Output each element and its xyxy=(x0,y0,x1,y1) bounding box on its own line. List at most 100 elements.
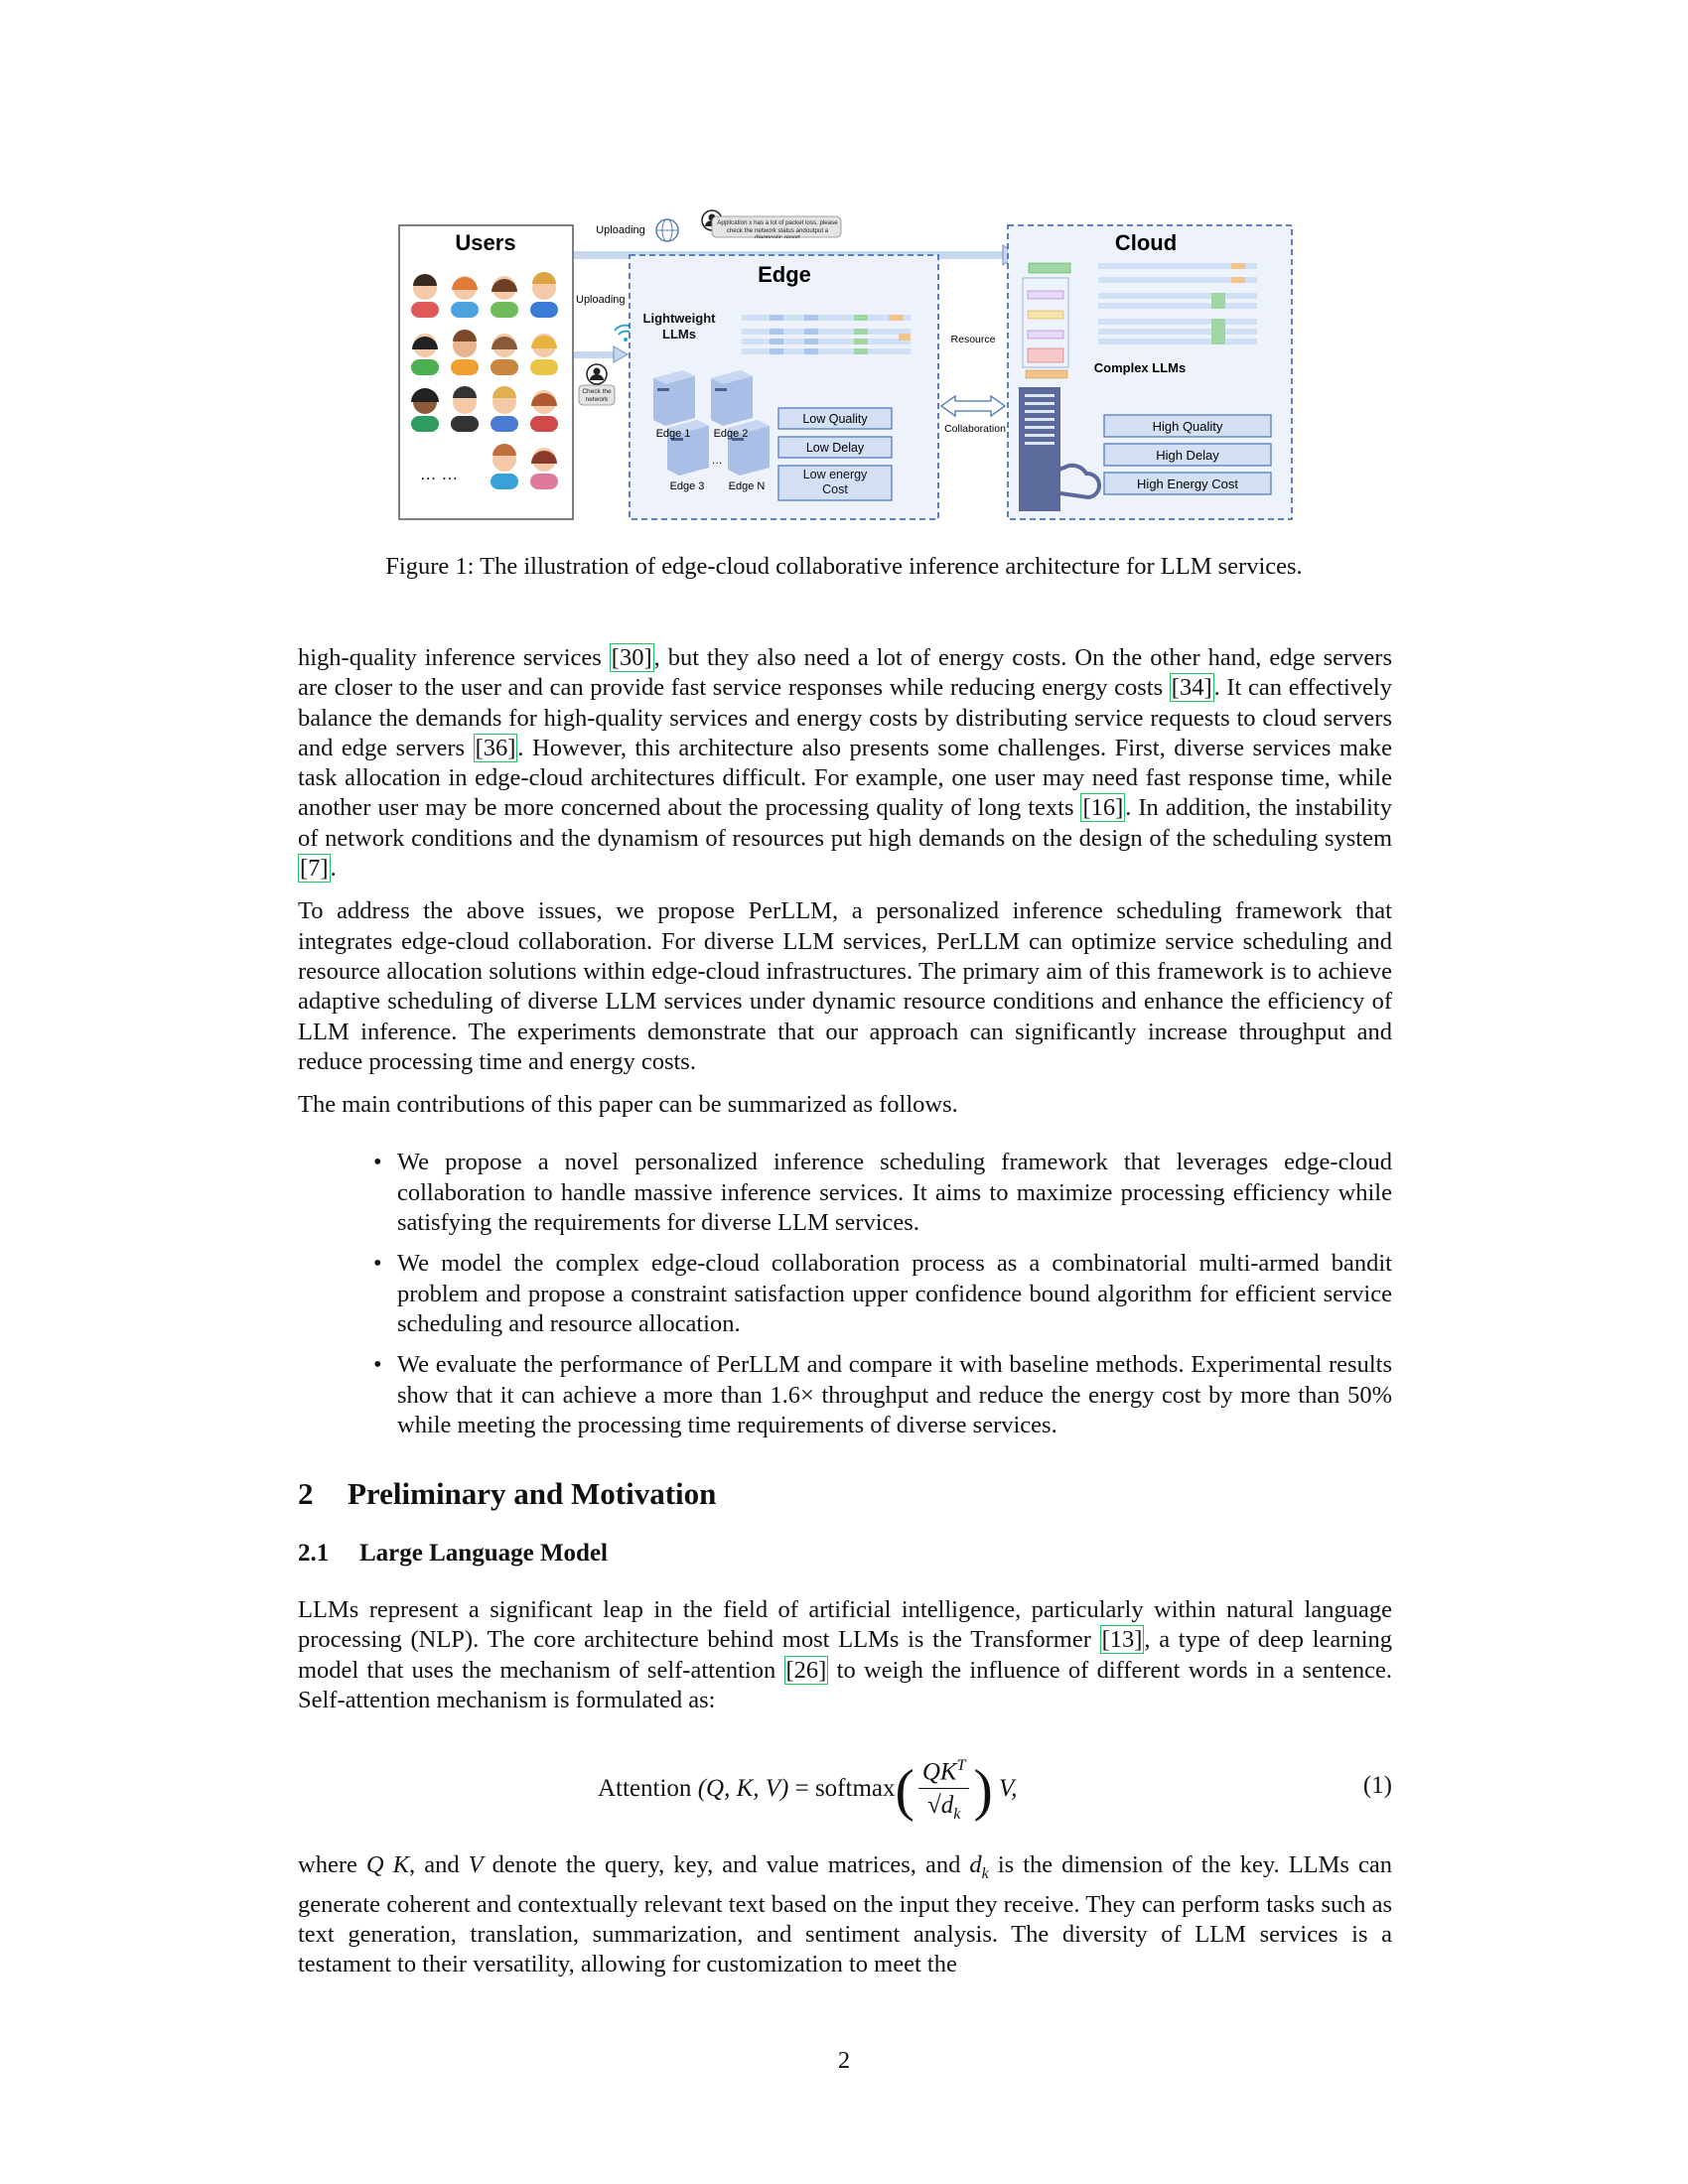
edge-label-1: Edge 1 xyxy=(656,428,691,440)
eq-equals: = xyxy=(794,1775,809,1803)
p1-text-c: . It can effectively balance the demands… xyxy=(298,674,1392,761)
p5-text-b xyxy=(384,1851,393,1878)
message-bubble xyxy=(711,215,842,238)
citation-34[interactable]: [34] xyxy=(1169,673,1214,703)
list-item: We propose a novel personalized inferenc… xyxy=(373,1148,1392,1238)
users-title: Users xyxy=(455,230,515,255)
edge-label-2: Edge 2 xyxy=(714,428,749,440)
citation-26[interactable]: [26] xyxy=(783,1655,829,1685)
cloud-prop-energy: High Energy Cost xyxy=(1137,477,1238,491)
cloud-title: Cloud xyxy=(1115,230,1177,255)
subsection-heading: 2.1 Large Language Model xyxy=(298,1538,1392,1570)
p5-var-d: d xyxy=(969,1851,982,1879)
cloud-model-diagram xyxy=(1022,262,1257,379)
p1-text-f: . xyxy=(330,855,337,883)
figure-caption: Figure 1: The illustration of edge-cloud… xyxy=(385,553,1303,580)
eq-numerator: QKT xyxy=(917,1751,970,1789)
p1-text-b: , but they also need a lot of energy cos… xyxy=(298,644,1392,702)
p1-text-e: . In addition, the instability of networ… xyxy=(298,794,1392,852)
user-avatars xyxy=(411,272,558,489)
contributions-list: We propose a novel personalized inferenc… xyxy=(298,1148,1392,1440)
complex-llms: Complex LLMs xyxy=(1094,360,1186,375)
citation-30[interactable]: [30] xyxy=(609,643,654,672)
edge-ellipsis: … xyxy=(712,455,723,467)
p5-var-d-sub: k xyxy=(981,1865,989,1883)
check-network-text: Check the network xyxy=(582,388,612,403)
equation-number: (1) xyxy=(1362,1772,1392,1800)
paper-body: high-quality inference services [30], bu… xyxy=(298,643,1392,1992)
edge-properties xyxy=(777,407,893,501)
users-ellipsis: … … xyxy=(420,465,459,483)
page-number: 2 xyxy=(837,2047,851,2074)
equation-body: Attention (Q, K, V) = softmax(QKT√dk) V, xyxy=(598,1751,1017,1830)
p1-text-d: . However, this architecture also presen… xyxy=(298,734,1392,822)
list-item: We model the complex edge-cloud collabor… xyxy=(373,1249,1392,1339)
eq-den-text: √d xyxy=(926,1791,954,1819)
edge-prop-delay: Low Delay xyxy=(806,441,865,455)
subsection-number: 2.1 xyxy=(298,1540,330,1568)
p1-text-a: high-quality inference services xyxy=(298,644,610,671)
edge-prop-energy-box: Low energy Cost xyxy=(802,468,868,496)
collaboration-label: Collaboration xyxy=(944,423,1006,435)
cloud-prop-quality: High Quality xyxy=(1153,419,1223,434)
eq-den-sub: k xyxy=(953,1805,961,1823)
edge-label-3: Edge 3 xyxy=(670,480,705,492)
globe-icon xyxy=(655,218,679,242)
check-network-user-icon xyxy=(586,363,608,385)
p4-text-b: , a type of deep learning model that use… xyxy=(298,1626,1392,1684)
lightweight-llms: Lightweight LLMs xyxy=(642,311,716,341)
architecture-diagram: Users … … Uploading xyxy=(398,209,1293,520)
eq-rhs: V, xyxy=(999,1775,1018,1803)
section-heading: 2 Preliminary and Motivation xyxy=(298,1474,1392,1514)
section-number: 2 xyxy=(298,1476,314,1512)
equation-1: Attention (Q, K, V) = softmax(QKT√dk) V,… xyxy=(298,1737,1392,1833)
section-title: Preliminary and Motivation xyxy=(348,1476,717,1512)
eq-denominator: √dk xyxy=(918,1789,970,1830)
p5-var-q: Q xyxy=(365,1851,384,1879)
eq-right-paren: ) xyxy=(973,1757,993,1823)
paragraph-4: LLMs represent a significant leap in the… xyxy=(298,1595,1392,1715)
eq-args: (Q, K, V) xyxy=(697,1775,789,1803)
subsection-title: Large Language Model xyxy=(359,1540,608,1568)
message-text: Application x has a lot of packet loss, … xyxy=(717,219,838,238)
eq-left-paren: ( xyxy=(895,1757,914,1823)
p4-text-a: LLMs represent a significant leap in the… xyxy=(298,1596,1392,1654)
citation-36[interactable]: [36] xyxy=(473,733,518,762)
cloud-prop-delay: High Delay xyxy=(1156,448,1219,463)
cloud-properties xyxy=(1103,414,1272,495)
citation-13[interactable]: [13] xyxy=(1099,1625,1145,1655)
edge-prop-quality: Low Quality xyxy=(802,412,868,426)
citation-16[interactable]: [16] xyxy=(1080,793,1126,823)
p5-text-c: , and xyxy=(409,1851,469,1879)
cloud-server-icon xyxy=(1019,387,1101,511)
paragraph-5: where Q K, and V denote the query, key, … xyxy=(298,1850,1392,1979)
citation-7[interactable]: [7] xyxy=(298,854,331,884)
paragraph-2: To address the above issues, we propose … xyxy=(298,897,1392,1075)
eq-num-text: QK xyxy=(921,1758,957,1786)
eq-attention: Attention xyxy=(598,1775,692,1803)
p5-text-e: is the dimension of the key. LLMs can ge… xyxy=(298,1851,1393,1979)
uploading-top: Uploading xyxy=(596,224,645,236)
p5-var-v: V xyxy=(468,1851,484,1879)
server-icons xyxy=(653,370,770,476)
p5-text-a: where xyxy=(298,1851,366,1879)
collaboration-arrow xyxy=(939,394,1007,418)
edge-label-n: Edge N xyxy=(729,480,766,492)
uploading-left: Uploading xyxy=(576,294,626,306)
paragraph-1: high-quality inference services [30], bu… xyxy=(298,643,1392,884)
message-text-box: Application x has a lot of packet loss, … xyxy=(717,219,838,238)
edge-title: Edge xyxy=(758,262,811,287)
eq-num-sup: T xyxy=(956,1757,966,1775)
edge-model-blocks xyxy=(742,315,911,354)
paragraph-3: The main contributions of this paper can… xyxy=(298,1091,958,1119)
eq-softmax: softmax xyxy=(814,1775,896,1803)
check-network-box: Check the network xyxy=(582,388,612,403)
list-item: We evaluate the performance of PerLLM an… xyxy=(373,1350,1392,1440)
figure-1: Users … … Uploading xyxy=(397,204,1296,526)
edge-prop-energy: Low energy Cost xyxy=(802,468,868,496)
resource-label: Resource xyxy=(951,334,996,345)
p5-var-k: K xyxy=(392,1851,410,1879)
p4-text-c: to weigh the influence of different word… xyxy=(298,1656,1392,1714)
eq-fraction: QKT√dk xyxy=(917,1751,970,1830)
p5-text-d: denote the query, key, and value matrice… xyxy=(483,1851,970,1879)
